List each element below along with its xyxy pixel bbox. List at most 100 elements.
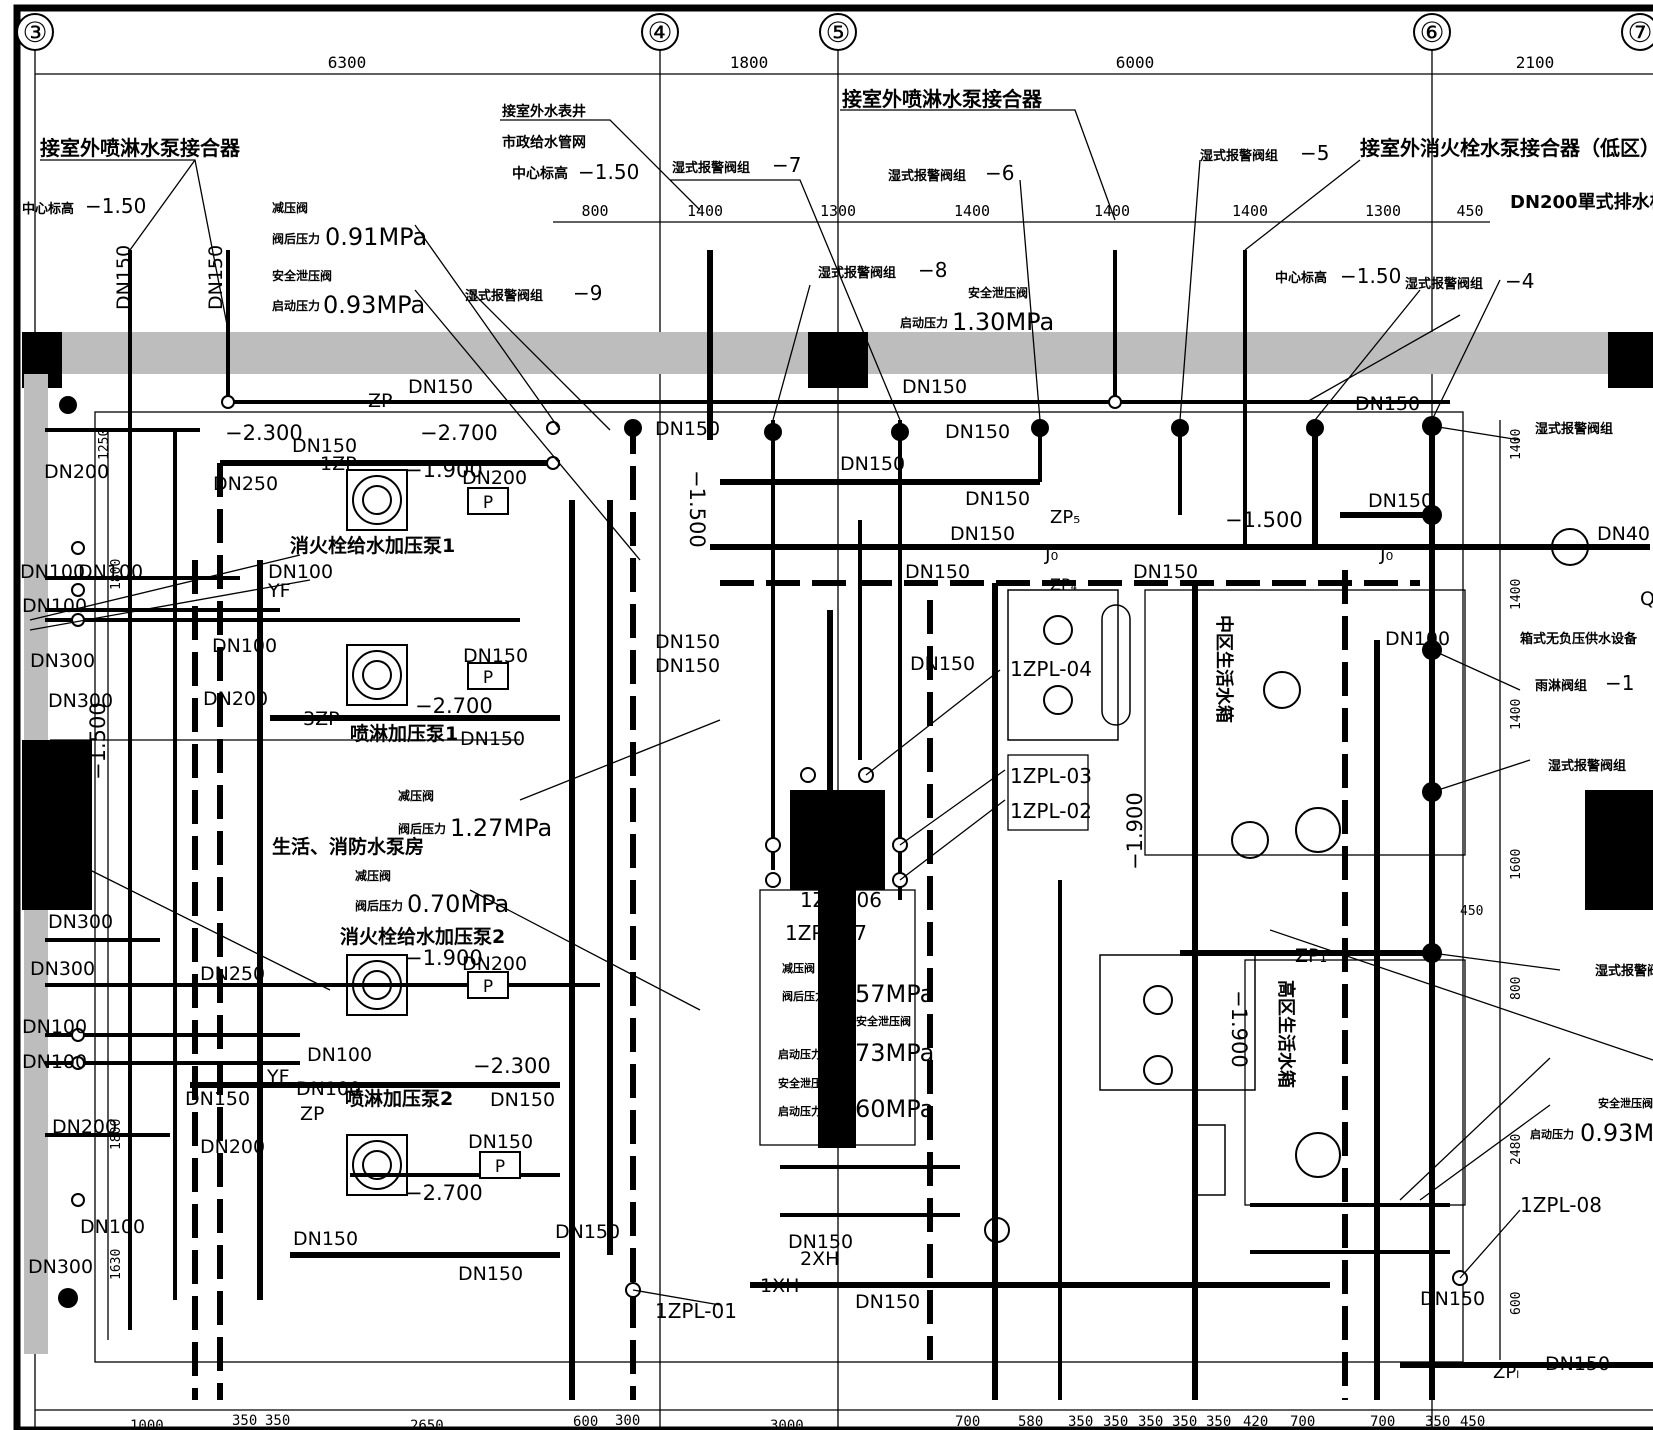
svg-text:DN150: DN150 — [1368, 490, 1433, 512]
svg-text:启动压力: 启动压力 — [900, 315, 948, 330]
svg-text:安全泄压阀: 安全泄压阀 — [272, 268, 332, 283]
pressure-057: 57MPa — [855, 980, 934, 1008]
svg-text:−9: −9 — [573, 281, 602, 305]
svg-text:−1.50: −1.50 — [1340, 264, 1401, 288]
drawing-frame — [13, 4, 1653, 1430]
pressure-093r: 0.93MP — [1580, 1119, 1653, 1147]
svg-text:6300: 6300 — [328, 53, 367, 72]
label-outdoor-spray-top: 接室外喷淋水泵接合器 — [842, 87, 1043, 111]
svg-text:DN100: DN100 — [22, 595, 87, 617]
svg-text:P: P — [483, 668, 493, 688]
svg-text:2XH: 2XH — [800, 1248, 839, 1270]
svg-text:−1: −1 — [1605, 671, 1634, 695]
svg-text:DN200: DN200 — [462, 467, 527, 489]
svg-text:1400: 1400 — [1509, 699, 1524, 730]
svg-text:−1.900: −1.900 — [1123, 792, 1147, 870]
right-dimensions: 1400 1400 1400 1600 450 800 2480 600 — [1460, 420, 1524, 1360]
svg-text:1400: 1400 — [954, 202, 990, 220]
svg-text:ZPₗ: ZPₗ — [1493, 1362, 1519, 1383]
svg-text:350: 350 — [1425, 1414, 1450, 1430]
svg-text:−1.500: −1.500 — [1225, 508, 1303, 532]
svg-text:DN150: DN150 — [1420, 1288, 1485, 1310]
svg-text:P: P — [483, 977, 493, 997]
svg-text:减压阀: 减压阀 — [272, 200, 308, 215]
svg-text:湿式报警阀组: 湿式报警阀组 — [888, 168, 966, 184]
riser-1zpl-07: 1ZPL-07 — [785, 921, 867, 945]
svg-text:YF: YF — [267, 580, 291, 602]
svg-text:6000: 6000 — [1116, 53, 1155, 72]
svg-text:DN150: DN150 — [205, 245, 227, 310]
svg-text:DN150: DN150 — [468, 1131, 533, 1153]
svg-text:DN150: DN150 — [1545, 1353, 1610, 1375]
label-outdoor-spray-left: 接室外喷淋水泵接合器 — [40, 136, 241, 160]
tank-high-label: 高区生活水箱 — [1275, 980, 1297, 1088]
axis-bubble-7: ⑦ — [1627, 16, 1652, 49]
svg-text:450: 450 — [1460, 904, 1483, 919]
svg-text:−8: −8 — [918, 258, 947, 282]
svg-text:DN100: DN100 — [296, 1078, 361, 1100]
label-box-equip: 箱式无负压供水设备 — [1520, 631, 1638, 647]
svg-text:700: 700 — [1290, 1414, 1315, 1430]
svg-text:450: 450 — [1456, 202, 1483, 220]
svg-text:300: 300 — [615, 1413, 640, 1429]
svg-text:1300: 1300 — [1365, 202, 1401, 220]
svg-text:1000: 1000 — [130, 1418, 164, 1430]
riser-1zpl-06: 1ZPL-06 — [800, 888, 882, 912]
svg-text:1XH: 1XH — [760, 1275, 799, 1297]
svg-text:启动压力: 启动压力 — [778, 1104, 822, 1118]
svg-text:700: 700 — [1370, 1414, 1395, 1430]
label-outdoor-pool: 接室外水表井 — [502, 103, 586, 120]
svg-text:湿式报警阀组: 湿式报警阀组 — [465, 288, 543, 304]
svg-text:启动压力: 启动压力 — [272, 298, 320, 313]
pressure-060: 60MPa — [855, 1095, 934, 1123]
svg-text:2650: 2650 — [410, 1418, 444, 1430]
label-hydrant-pump-1: 消火栓给水加压泵1 — [290, 534, 455, 557]
svg-text:减压阀: 减压阀 — [782, 961, 815, 975]
svg-text:1400: 1400 — [687, 202, 723, 220]
svg-text:DN200: DN200 — [203, 688, 268, 710]
svg-text:DN150: DN150 — [460, 728, 525, 750]
svg-text:雨淋阀组: 雨淋阀组 — [1535, 678, 1587, 694]
svg-text:DN200: DN200 — [52, 1116, 117, 1138]
svg-text:DN150: DN150 — [655, 418, 720, 440]
svg-text:DN100: DN100 — [307, 1044, 372, 1066]
svg-text:DN150: DN150 — [1355, 393, 1420, 415]
svg-text:ZP₄: ZP₄ — [1050, 575, 1077, 594]
svg-text:DN150: DN150 — [293, 1228, 358, 1250]
svg-text:DN150: DN150 — [555, 1221, 620, 1243]
svg-text:−1.900: −1.900 — [405, 946, 483, 970]
svg-text:350: 350 — [1138, 1414, 1163, 1430]
label-hydrant-pump-2: 消火栓给水加压泵2 — [340, 925, 505, 948]
svg-text:−5: −5 — [1300, 141, 1329, 165]
svg-text:−2.700: −2.700 — [415, 694, 493, 718]
svg-text:DN150: DN150 — [458, 1263, 523, 1285]
pipe-network — [45, 250, 1653, 1400]
svg-text:DN100: DN100 — [212, 635, 277, 657]
svg-text:−1.900: −1.900 — [1227, 990, 1251, 1068]
svg-text:1300: 1300 — [820, 202, 856, 220]
riser-1zpl-01: 1ZPL-01 — [655, 1299, 737, 1323]
svg-text:湿式报警阀组: 湿式报警阀组 — [1595, 963, 1653, 979]
svg-text:湿式报警阀组: 湿式报警阀组 — [1535, 421, 1613, 437]
pump-symbols: P P P P — [346, 469, 521, 1196]
svg-text:ZP₁: ZP₁ — [1295, 945, 1327, 967]
svg-text:DN150: DN150 — [113, 245, 135, 310]
svg-text:DN100: DN100 — [1385, 628, 1450, 650]
svg-text:J₀: J₀ — [1044, 543, 1058, 565]
svg-text:ZP: ZP — [368, 390, 392, 412]
svg-text:350: 350 — [1103, 1414, 1128, 1430]
label-pump-room: 生活、消防水泵房 — [272, 835, 424, 858]
riser-nodes — [58, 395, 1468, 1308]
leader-lines — [29, 109, 1653, 1306]
svg-text:DN150: DN150 — [950, 523, 1015, 545]
column-block — [1585, 790, 1653, 910]
svg-text:DN150: DN150 — [840, 453, 905, 475]
svg-text:YF: YF — [266, 1066, 290, 1088]
svg-text:2480: 2480 — [1509, 1134, 1524, 1165]
axis-lines — [34, 30, 1433, 1430]
svg-text:启动压力: 启动压力 — [778, 1047, 822, 1061]
room-annotations: 消火栓给水加压泵1 喷淋加压泵1 生活、消防水泵房 消火栓给水加压泵2 喷淋加压… — [272, 421, 1653, 1323]
axis-bubble-5: ⑤ — [825, 16, 850, 49]
pressure-091: 0.91MPa — [325, 223, 427, 251]
svg-text:−7: −7 — [772, 153, 801, 177]
